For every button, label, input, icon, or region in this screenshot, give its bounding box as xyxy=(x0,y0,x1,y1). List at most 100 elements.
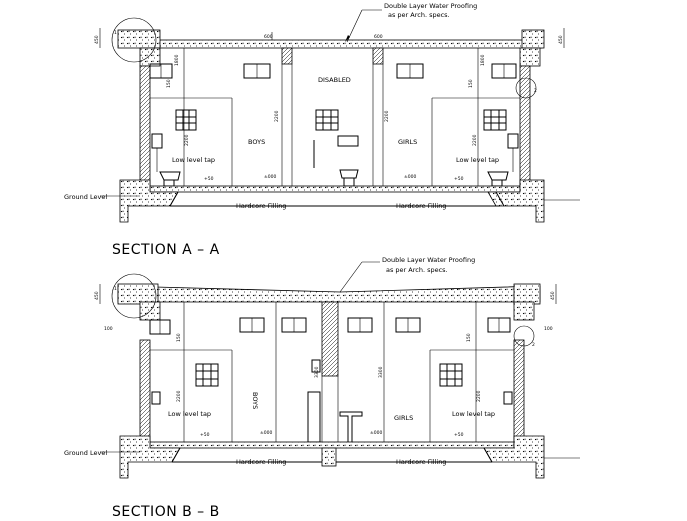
right-parapet-bb xyxy=(513,283,541,305)
detail-circle-2-aa xyxy=(515,77,537,99)
level-aa-a: +50 xyxy=(204,176,214,182)
left-parapet-bb xyxy=(117,283,159,305)
low-tap-label-aa-left: Low level tap xyxy=(172,156,215,164)
room-label-boys-aa: BOYS xyxy=(248,138,265,146)
dim-bb-2200a: 2200 xyxy=(176,390,182,402)
detail-number-2-bb: 2 xyxy=(532,342,535,348)
window-aa-2 xyxy=(243,63,271,79)
right-parapet-aa xyxy=(521,29,545,49)
window-bb-1 xyxy=(149,319,171,335)
right-roof-beam-aa xyxy=(519,47,541,67)
low-tap-label-bb-left: Low level tap xyxy=(168,410,211,418)
detail-number-2-aa: 2 xyxy=(534,88,537,94)
low-tap-label-bb-right: Low level tap xyxy=(452,410,495,418)
section-bb-title: SECTION B – B xyxy=(112,504,220,520)
level-aa-d: ±000 xyxy=(404,174,416,180)
hardcore-label-bb-left: Hardcore Filling xyxy=(236,458,286,466)
left-wall-aa xyxy=(139,65,151,189)
dim-aa-1800b: 1800 xyxy=(480,54,486,66)
dim-aa-2200c: 2200 xyxy=(384,110,390,122)
detail-number-1-aa: 1 xyxy=(114,30,117,36)
window-aa-3 xyxy=(396,63,424,79)
tile-grid-aa-mid xyxy=(315,109,339,131)
partition-2-aa xyxy=(372,47,384,65)
window-aa-1 xyxy=(149,63,173,79)
roof-slab-aa xyxy=(139,39,543,49)
dim-bb-150a: 150 xyxy=(176,333,182,342)
hardcore-label-bb-right: Hardcore Filling xyxy=(396,458,446,466)
dim-aa-2200b: 2200 xyxy=(274,110,280,122)
dim-aa-600b: 600 xyxy=(374,34,383,40)
dim-aa-1800a: 1800 xyxy=(174,54,180,66)
right-wall-bb xyxy=(513,339,525,445)
right-wall-aa xyxy=(519,65,531,189)
right-footing-aa xyxy=(487,179,545,223)
cistern-bb-mid xyxy=(311,359,321,373)
dim-aa-2200a: 2200 xyxy=(184,134,190,146)
dim-bb-100a: 100 xyxy=(104,326,113,332)
wc-pan-aa-left xyxy=(159,171,181,187)
level-bb-b: +50 xyxy=(454,432,464,438)
floor-slab-aa xyxy=(149,185,521,193)
dim-aa-150b: 150 xyxy=(468,79,474,88)
low-tap-label-aa-right: Low level tap xyxy=(456,156,499,164)
dim-bb-2200b: 2200 xyxy=(476,390,482,402)
level-aa-b: +50 xyxy=(454,176,464,182)
level-aa-c: ±000 xyxy=(264,174,276,180)
dim-bb-top-right: 450 xyxy=(550,291,556,300)
floor-slab-bb xyxy=(149,441,515,449)
detail-circle-1-bb xyxy=(111,273,157,319)
dim-aa-2200d: 2200 xyxy=(472,134,478,146)
basin-aa-disabled xyxy=(337,135,359,147)
detail-circle-1-aa xyxy=(111,17,157,63)
section-a-a: SECTION A – A Double Layer Water Proofin… xyxy=(64,2,580,258)
dim-bb-top-left: 450 xyxy=(94,291,100,300)
left-wall-bb xyxy=(139,339,151,445)
central-partition-bb xyxy=(321,301,339,377)
left-parapet-aa xyxy=(117,29,161,49)
basin-bb xyxy=(339,411,363,445)
ground-level-label-aa: Ground Level xyxy=(64,193,107,201)
cistern-bb-left xyxy=(151,391,161,405)
room-label-disabled: DISABLED xyxy=(318,76,351,84)
detail-number-1-bb: 1 xyxy=(114,286,117,292)
detail-circle-2-bb xyxy=(513,325,535,347)
right-roof-beam-bb xyxy=(513,301,535,321)
ground-level-label-bb: Ground Level xyxy=(64,449,107,457)
dim-aa-150a: 150 xyxy=(166,79,172,88)
cistern-aa-left xyxy=(151,133,163,172)
partition-1-aa xyxy=(281,47,293,65)
cistern-bb-right xyxy=(503,391,513,405)
dim-bb-3300a: 3300 xyxy=(314,366,320,378)
urinal-bb xyxy=(307,391,321,443)
level-bb-d: ±000 xyxy=(370,430,382,436)
right-footing-bb xyxy=(483,435,545,479)
dim-aa-600a: 600 xyxy=(264,34,273,40)
central-footing-bb xyxy=(321,447,337,467)
window-bb-2 xyxy=(239,317,265,333)
tile-grid-aa-left xyxy=(175,109,197,131)
window-bb-5 xyxy=(395,317,421,333)
section-aa-title: SECTION A – A xyxy=(112,242,220,258)
cistern-aa-right xyxy=(507,133,519,172)
tile-grid-aa-right xyxy=(483,109,507,131)
wc-aa-disabled xyxy=(339,169,359,187)
dim-aa-top-right: 450 xyxy=(558,35,564,44)
level-bb-a: +50 xyxy=(200,432,210,438)
hardcore-label-aa-right: Hardcore Filling xyxy=(396,202,446,210)
left-roof-beam-aa xyxy=(139,47,161,67)
tile-grid-bb-right xyxy=(439,363,463,387)
window-bb-3 xyxy=(281,317,307,333)
dim-aa-top-left: 450 xyxy=(94,35,100,44)
room-label-boys-bb: BOYS xyxy=(251,392,259,409)
waterproof-note-bb-1: Double Layer Water Proofing xyxy=(382,256,475,264)
wc-pan-aa-right xyxy=(487,171,509,187)
dim-bb-100b: 100 xyxy=(544,326,553,332)
room-label-girls-bb: GIRLS xyxy=(394,414,413,422)
section-b-b: SECTION B – B Double Layer Water Proofin… xyxy=(64,256,580,520)
dim-bb-150b: 150 xyxy=(466,333,472,342)
room-label-girls-aa: GIRLS xyxy=(398,138,417,146)
hardcore-label-aa-left: Hardcore Filling xyxy=(236,202,286,210)
waterproof-note-bb-2: as per Arch. specs. xyxy=(386,266,448,274)
